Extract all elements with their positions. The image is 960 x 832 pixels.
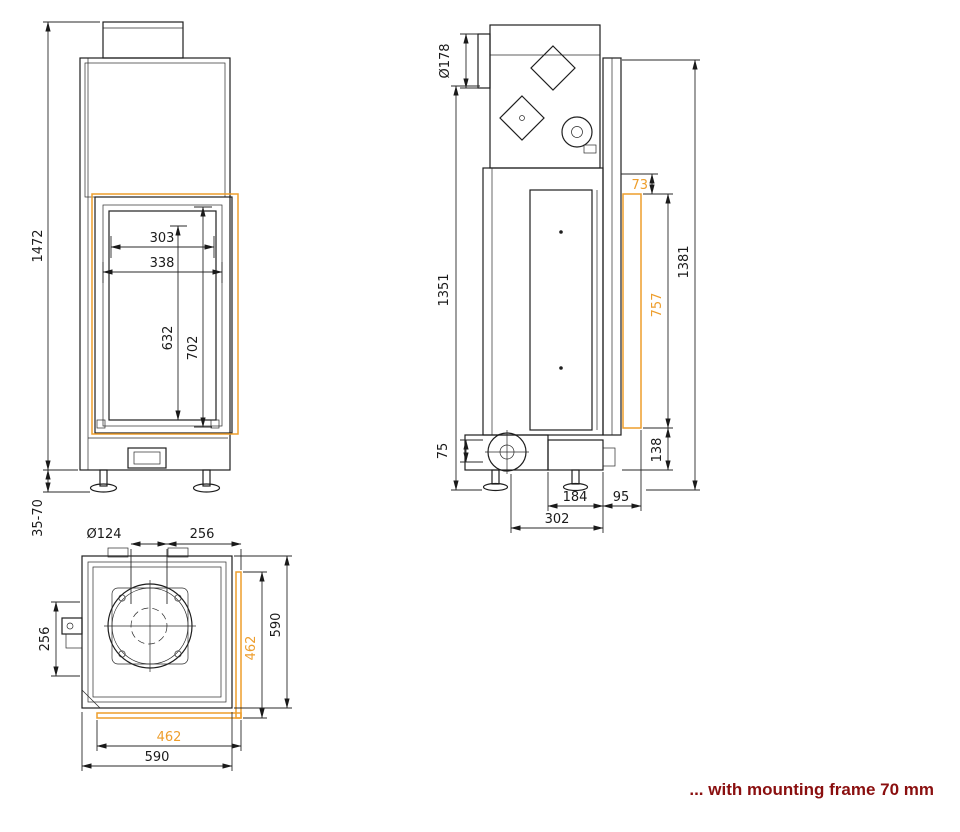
dim-label-front-glass-height: 632 — [161, 326, 176, 351]
plan-latch — [61, 617, 83, 649]
dim-side-frame-top-offset: 73 — [621, 173, 673, 195]
dim-plan-side-to-front: 256 — [38, 601, 80, 677]
dim-plan-flue-diameter: Ø124 — [86, 527, 168, 604]
dim-label-side-body-height: 1351 — [437, 273, 452, 306]
dim-plan-total-depth: 590 — [234, 555, 292, 709]
front-body — [79, 57, 231, 471]
mounting-frame-note: ... with mounting frame 70 mm — [689, 780, 934, 799]
dim-label-front-foot-adjust: 35-70 — [31, 499, 46, 537]
dim-label-front-total-height: 1472 — [31, 229, 46, 262]
dim-label-plan-frame-front: 462 — [157, 730, 182, 745]
dim-side-frame-bottom-offset: 138 — [622, 427, 673, 471]
dim-label-plan-flue-to-front: 256 — [190, 527, 215, 542]
dim-label-front-opening-width: 338 — [150, 256, 175, 271]
dim-label-side-frame-bottom-offset: 138 — [650, 438, 665, 463]
front-feet — [89, 469, 221, 493]
air-vent-diamond-upper — [530, 45, 576, 91]
dim-plan-flue-to-front: 256 — [166, 527, 242, 570]
dim-front-total-height: 1472 — [31, 21, 100, 471]
dim-side-base-rear-depth: 184 — [547, 472, 604, 533]
dim-label-side-frame-top-offset: 73 — [631, 178, 648, 193]
fan-unit — [561, 116, 597, 154]
dim-side-total-height: 1381 — [622, 59, 700, 491]
dim-side-flue-diameter: Ø178 — [438, 33, 478, 89]
dim-front-glass-height: 632 — [161, 225, 187, 421]
dim-front-opening-width: 338 — [102, 256, 223, 283]
dim-side-base-depth: 302 — [510, 474, 604, 533]
mounting-frame-plan — [96, 571, 242, 719]
dim-label-side-frame-depth: 95 — [613, 490, 630, 505]
dim-front-glass-width: 303 — [110, 231, 215, 258]
dim-label-front-opening-height: 702 — [186, 336, 201, 361]
dim-label-side-total-height: 1381 — [677, 245, 692, 278]
dim-label-plan-flue-diameter: Ø124 — [86, 527, 121, 542]
dim-plan-total-width: 590 — [81, 712, 233, 771]
plan-flue-assembly — [104, 580, 196, 672]
plan-view: Ø124 256 256 462 590 4 — [38, 527, 292, 771]
side-view: Ø178 1351 1381 73 757 138 — [436, 24, 700, 533]
mounting-frame-side — [622, 193, 642, 429]
dim-plan-frame-side: 462 — [243, 571, 267, 719]
plan-body — [81, 547, 233, 709]
front-base-box — [127, 447, 167, 469]
dim-label-side-base-rear-depth: 184 — [563, 490, 588, 505]
dim-side-frame-depth: 95 — [602, 430, 642, 511]
dim-label-side-flue-diameter: Ø178 — [438, 43, 453, 78]
dim-label-plan-frame-side: 462 — [244, 636, 259, 661]
dim-label-side-frame-height: 757 — [650, 293, 665, 318]
side-base — [464, 430, 616, 474]
dim-label-side-base-depth: 302 — [545, 512, 570, 527]
dim-side-frame-height: 757 — [643, 193, 673, 429]
dim-plan-frame-front: 462 — [96, 720, 242, 751]
side-feet — [482, 469, 589, 492]
dim-label-front-glass-width: 303 — [150, 231, 175, 246]
dim-side-body-height: 1351 — [437, 85, 482, 491]
front-view: 1472 35-70 303 338 632 702 — [31, 21, 239, 537]
dim-side-inlet-height: 75 — [436, 439, 483, 463]
dim-front-opening-height: 702 — [186, 206, 212, 428]
air-vent-diamond-lower — [499, 95, 545, 141]
front-door — [94, 196, 233, 434]
dim-label-plan-total-depth: 590 — [269, 613, 284, 638]
dim-label-plan-side-to-front: 256 — [38, 627, 53, 652]
mounting-frame-front — [91, 193, 239, 435]
dim-label-plan-total-width: 590 — [145, 750, 170, 765]
dim-front-foot-adjust: 35-70 — [31, 469, 90, 537]
dim-label-side-inlet-height: 75 — [436, 443, 451, 460]
side-top-box — [477, 24, 601, 169]
front-chimney — [102, 21, 184, 59]
